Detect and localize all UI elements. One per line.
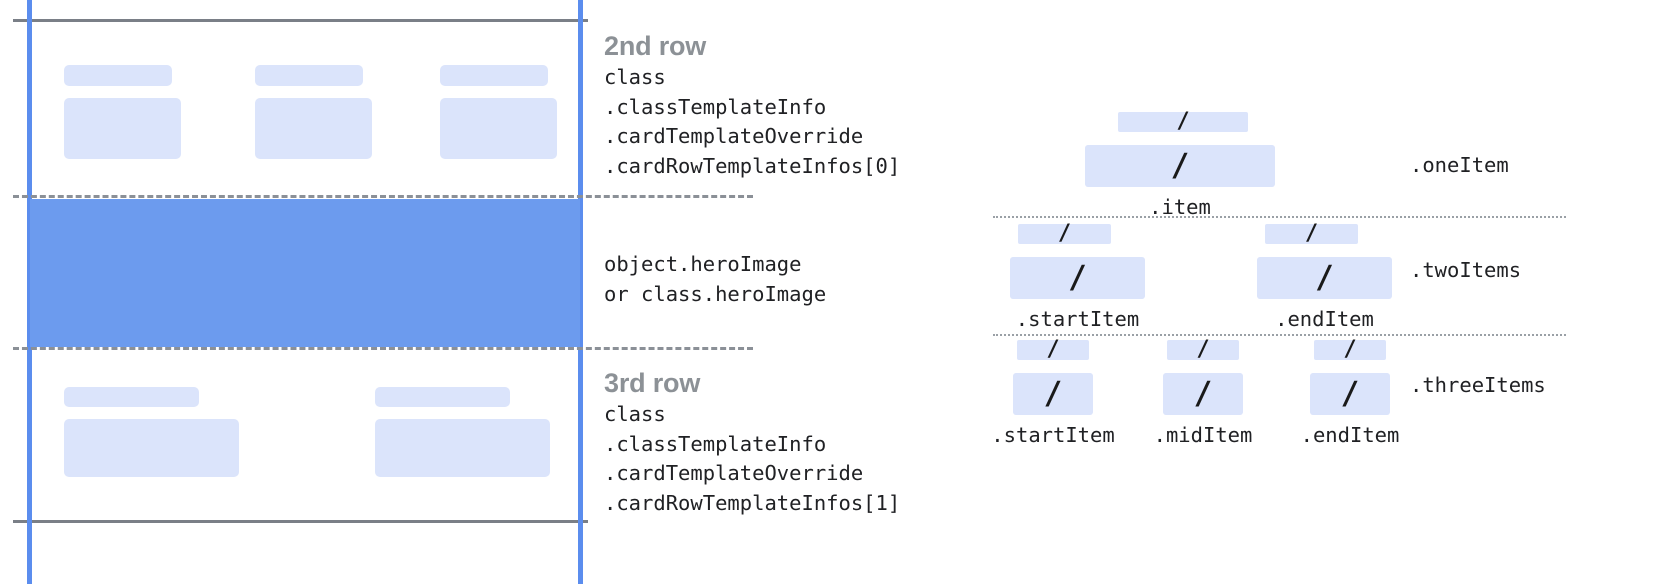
- slash-glyph: /: [1193, 375, 1213, 412]
- slot-caption: .item: [1149, 195, 1211, 219]
- slash-glyph: /: [1315, 259, 1334, 296]
- slash-glyph: /: [1340, 375, 1360, 412]
- placeholder-value-box: /: [1310, 373, 1390, 415]
- second-row-column: [440, 21, 590, 196]
- placeholder-value-box: /: [1010, 257, 1145, 299]
- second-row-annotation: 2nd row class .classTemplateInfo .cardTe…: [604, 31, 900, 182]
- third-row-title: 3rd row: [604, 368, 701, 398]
- third-row-column: [375, 351, 575, 520]
- slash-glyph: /: [1343, 337, 1357, 362]
- slash-glyph: /: [1196, 337, 1210, 362]
- placeholder-value-box: [440, 98, 557, 159]
- slash-glyph: /: [1057, 221, 1072, 246]
- placeholder-label-bar: /: [1017, 337, 1089, 362]
- three-items-label: .threeItems: [1410, 373, 1546, 397]
- hero-image-annotation: object.heroImage or class.heroImage: [604, 250, 826, 309]
- slash-glyph: /: [1068, 259, 1087, 296]
- placeholder-label-bar: /: [1314, 337, 1386, 362]
- placeholder-label-bar: /: [1167, 337, 1239, 362]
- third-row-column: [64, 351, 264, 520]
- slash-glyph: /: [1046, 337, 1060, 362]
- placeholder-label-bar: [64, 65, 172, 86]
- placeholder-value-box: [375, 419, 550, 477]
- placeholder-value-box: /: [1163, 373, 1243, 415]
- second-row-title: 2nd row: [604, 31, 707, 61]
- one-item-label: .oneItem: [1410, 153, 1509, 177]
- second-row-column: [255, 21, 405, 196]
- placeholder-value-box: [255, 98, 372, 159]
- row-divider-upper: [13, 195, 753, 198]
- slot-caption: .midItem: [1153, 423, 1253, 447]
- slash-glyph: /: [1043, 375, 1063, 412]
- third-row-annotation: 3rd row class .classTemplateInfo .cardTe…: [604, 368, 900, 519]
- slot-caption: .endItem: [1300, 423, 1400, 447]
- placeholder-label-bar: [64, 387, 199, 407]
- hero-image-block: [30, 199, 580, 347]
- placeholder-label-bar: /: [1118, 109, 1248, 134]
- placeholder-label-bar: [440, 65, 548, 86]
- card-left-guide: [27, 0, 32, 584]
- placeholder-value-box: [64, 419, 239, 477]
- placeholder-value-box: /: [1013, 373, 1093, 415]
- slot-caption: .endItem: [1275, 307, 1374, 331]
- group-separator-upper: [993, 216, 1566, 218]
- card-template-diagram: 2nd row class .classTemplateInfo .cardTe…: [0, 0, 900, 584]
- second-row-column: [64, 21, 214, 196]
- card-right-guide: [578, 0, 583, 584]
- placeholder-label-bar: [375, 387, 510, 407]
- item-layout-diagram: / / .item .oneItem / / .startItem / /: [960, 0, 1676, 584]
- card-bottom-rule: [13, 520, 588, 523]
- row-divider-lower: [13, 347, 753, 350]
- placeholder-value-box: /: [1257, 257, 1392, 299]
- group-separator-lower: [993, 334, 1566, 336]
- hero-image-code: object.heroImage or class.heroImage: [604, 252, 827, 306]
- second-row-block: [30, 21, 580, 196]
- card-frame: [30, 21, 580, 520]
- card-top-rule: [13, 19, 588, 22]
- third-row-code: class .classTemplateInfo .cardTemplateOv…: [604, 401, 901, 516]
- second-row-code: class .classTemplateInfo .cardTemplateOv…: [604, 64, 901, 179]
- slot-caption: .startItem: [1015, 307, 1140, 331]
- placeholder-label-bar: [255, 65, 363, 86]
- placeholder-value-box: [64, 98, 181, 159]
- two-items-label: .twoItems: [1410, 258, 1522, 282]
- placeholder-value-box: /: [1085, 145, 1275, 187]
- hero-image-fill: [30, 199, 580, 347]
- placeholder-label-bar: /: [1265, 221, 1358, 246]
- slash-glyph: /: [1176, 109, 1190, 134]
- slot-caption: .startItem: [991, 423, 1115, 447]
- placeholder-label-bar: /: [1018, 221, 1111, 246]
- slash-glyph: /: [1170, 147, 1190, 184]
- slash-glyph: /: [1304, 221, 1319, 246]
- third-row-block: [30, 351, 580, 520]
